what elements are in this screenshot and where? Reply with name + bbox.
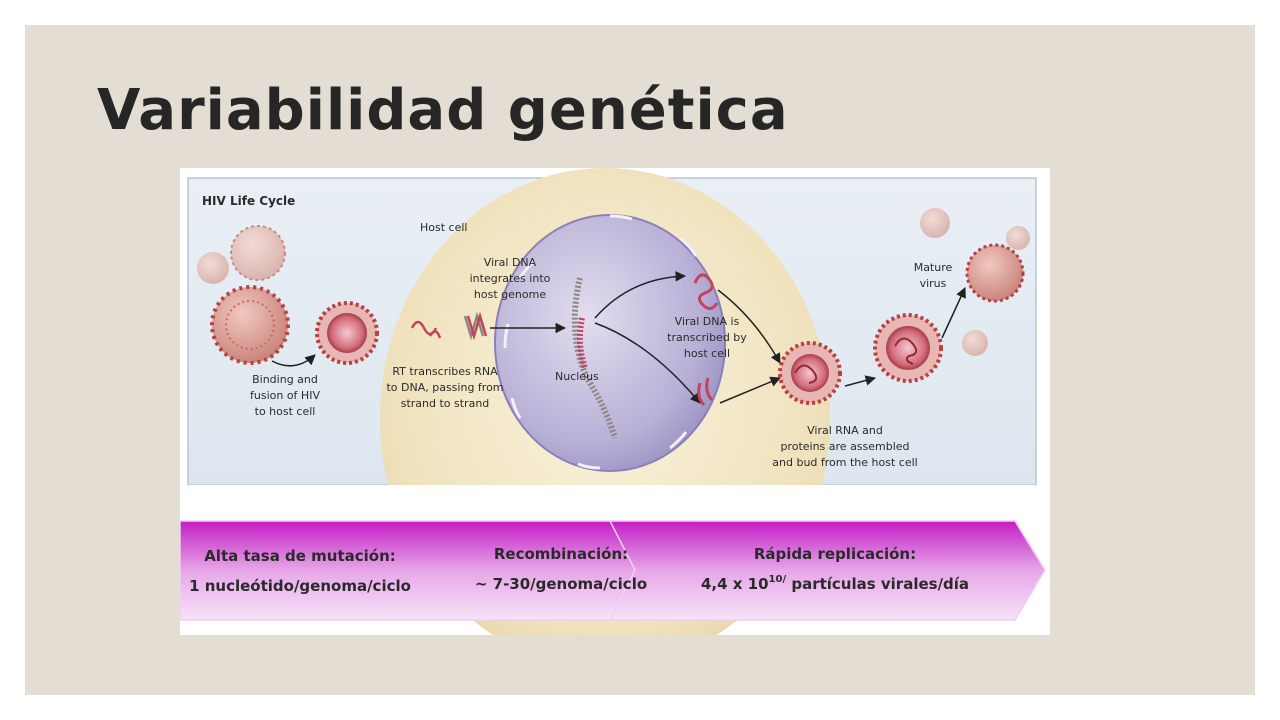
- hiv-diagram: HIV Life Cycle Host cell Binding and fus…: [180, 168, 1046, 635]
- host-genome-strand: [571, 277, 618, 439]
- banner-seg3-value: 4,4 x 1010/ partículas virales/día: [701, 574, 969, 593]
- viral-rna-fragments: [693, 273, 719, 407]
- virus-binding: [210, 285, 290, 365]
- label-transcribed: Viral DNA is transcribed by host cell: [667, 315, 747, 360]
- label-mature-line2: virus: [920, 277, 947, 290]
- label-integrates-line2: integrates into: [470, 272, 551, 285]
- label-transcribed-line1: Viral DNA is: [675, 315, 740, 328]
- virus-fusing: [315, 301, 379, 365]
- nuclear-pores: [503, 214, 698, 470]
- banner-seg2-title: Recombinación:: [494, 545, 628, 563]
- label-binding-line1: Binding and: [252, 373, 318, 386]
- label-nucleus: Nucleus: [555, 370, 599, 383]
- label-binding-line3: to host cell: [255, 405, 316, 418]
- label-rt-line3: strand to strand: [401, 397, 490, 410]
- label-binding-line2: fusion of HIV: [250, 389, 320, 402]
- label-mature-line1: Mature: [914, 261, 953, 274]
- virus-releasing: [873, 313, 943, 383]
- slide-title: Variabilidad genética: [97, 78, 789, 143]
- flow-arrows: [271, 271, 966, 404]
- rt-strands: [410, 311, 488, 341]
- virus-top-left: [230, 225, 286, 281]
- label-integrates-line1: Viral DNA: [484, 256, 537, 269]
- label-assembled-line1: Viral RNA and: [807, 424, 883, 437]
- label-rt: RT transcribes RNA to DNA, passing from …: [386, 365, 503, 410]
- virus-faint-small: [197, 252, 229, 284]
- banner-seg3-value-suffix: partículas virales/día: [786, 575, 969, 593]
- label-assembled: Viral RNA and proteins are assembled and…: [772, 424, 917, 469]
- label-assembled-line3: and bud from the host cell: [772, 456, 917, 469]
- banner-seg1-title: Alta tasa de mutación:: [204, 547, 396, 565]
- label-rt-line2: to DNA, passing from: [386, 381, 503, 394]
- panel-title: HIV Life Cycle: [202, 194, 295, 208]
- label-integrates: Viral DNA integrates into host genome: [470, 256, 551, 301]
- label-integrates-line3: host genome: [474, 288, 546, 301]
- label-rt-line1: RT transcribes RNA: [392, 365, 498, 378]
- label-transcribed-line3: host cell: [684, 347, 730, 360]
- label-host-cell: Host cell: [420, 221, 467, 234]
- label-binding: Binding and fusion of HIV to host cell: [250, 373, 320, 418]
- label-mature: Mature virus: [914, 261, 953, 290]
- panel-bottom-mask: [188, 485, 1036, 525]
- label-assembled-line2: proteins are assembled: [780, 440, 909, 453]
- banner-seg1-value: 1 nucleótido/genoma/ciclo: [189, 577, 411, 595]
- mature-viruses: [920, 208, 1030, 356]
- banner-seg3-value-exponent: 10/: [769, 574, 787, 585]
- banner: Alta tasa de mutación: 1 nucleótido/geno…: [180, 520, 1046, 621]
- banner-seg3-title: Rápida replicación:: [754, 545, 916, 563]
- label-transcribed-line2: transcribed by: [667, 331, 747, 344]
- hiv-figure: HIV Life Cycle Host cell Binding and fus…: [180, 168, 1050, 635]
- banner-seg3-value-prefix: 4,4 x 10: [701, 575, 769, 593]
- banner-segment-3: [608, 520, 1046, 621]
- banner-seg2-value: ~ 7-30/genoma/ciclo: [475, 575, 647, 593]
- virus-budding: [778, 341, 842, 405]
